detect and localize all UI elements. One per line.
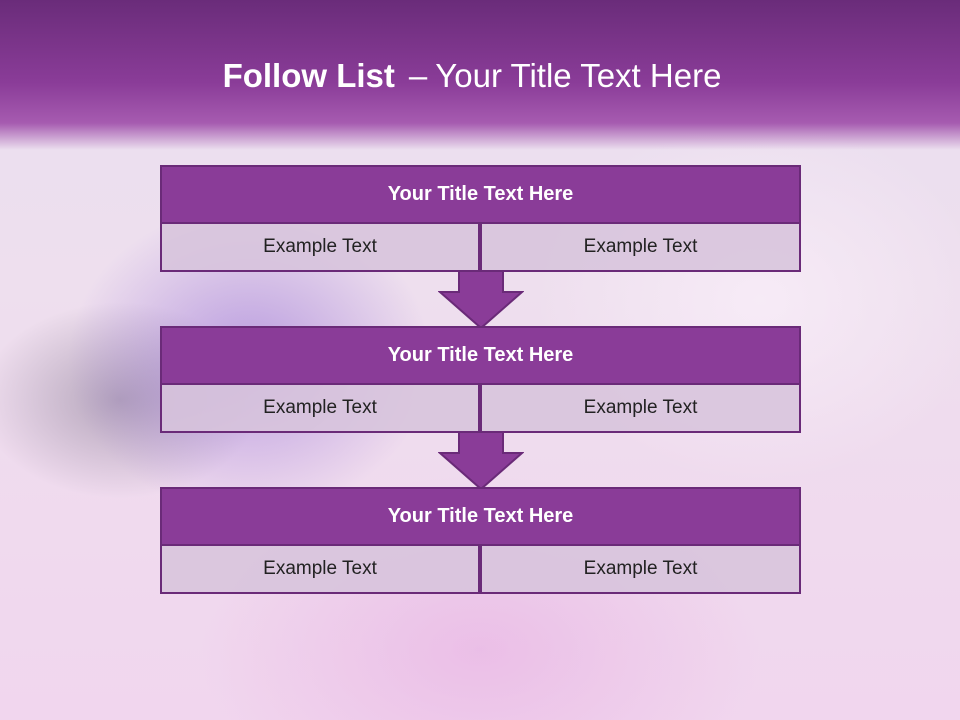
slide-title-rest: Your Title Text Here — [435, 57, 722, 94]
step-2-title: Your Title Text Here — [160, 326, 801, 385]
step-3-cell-left: Example Text — [160, 544, 480, 594]
slide-title-separator: – — [408, 57, 428, 94]
step-2-cell-right: Example Text — [480, 383, 801, 433]
down-arrow-icon — [438, 270, 524, 330]
step-3-title: Your Title Text Here — [160, 487, 801, 546]
step-1-title: Your Title Text Here — [160, 165, 801, 224]
down-arrow-icon — [438, 431, 524, 491]
title-banner — [0, 0, 960, 150]
step-block-3: Your Title Text Here Example Text Exampl… — [160, 487, 801, 594]
step-block-1: Your Title Text Here Example Text Exampl… — [160, 165, 801, 272]
step-3-cell-right: Example Text — [480, 544, 801, 594]
step-2-cell-left: Example Text — [160, 383, 480, 433]
step-1-cell-left: Example Text — [160, 222, 480, 272]
slide-title: Follow List–Your Title Text Here — [0, 54, 944, 98]
step-block-2: Your Title Text Here Example Text Exampl… — [160, 326, 801, 433]
slide-title-strong: Follow List — [222, 57, 395, 94]
step-1-cell-right: Example Text — [480, 222, 801, 272]
